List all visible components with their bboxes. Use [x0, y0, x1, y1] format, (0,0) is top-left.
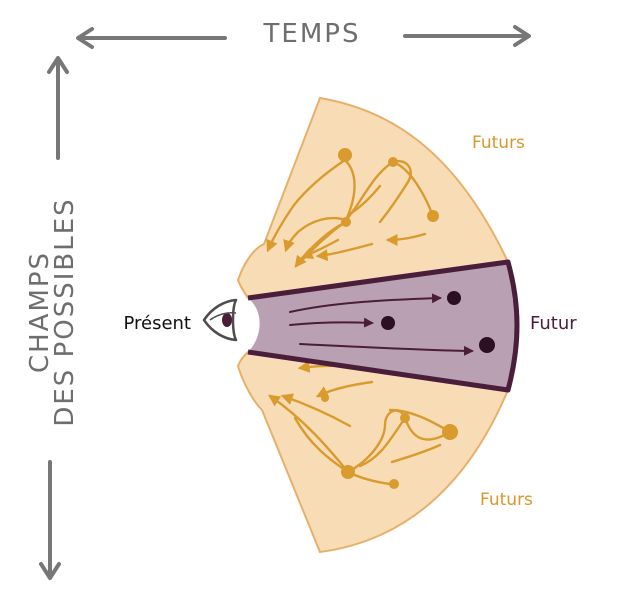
futures-top-label: Futurs: [472, 133, 525, 153]
trajectory: [391, 160, 435, 218]
trajectory: [390, 443, 442, 464]
trajectory: [300, 238, 340, 259]
trajectory: [283, 216, 348, 253]
time-axis: TEMPS: [76, 19, 531, 49]
eye-icon: [202, 298, 238, 342]
trajectory: [315, 242, 374, 262]
outcome-dot: [447, 291, 461, 305]
trajectory: [289, 293, 442, 313]
outcome-dot: [427, 210, 439, 222]
outcome-dot: [442, 424, 458, 440]
trajectory: [343, 158, 356, 222]
outcome-dot: [338, 148, 352, 162]
trajectory: [298, 220, 347, 264]
outcome-dot: [341, 217, 351, 227]
arrow-down-icon: [39, 562, 61, 580]
trajectory: [266, 158, 347, 253]
outcome-dot: [479, 337, 495, 353]
trajectory: [315, 380, 374, 398]
outcome-dot: [400, 413, 410, 423]
arrow-right-icon: [513, 25, 531, 47]
outcome-dot: [388, 157, 398, 167]
arrow-up-icon: [47, 56, 69, 74]
trajectory: [344, 159, 412, 224]
trajectory: [348, 184, 382, 216]
possibilities-axis-label-line1: CHAMPS: [25, 251, 55, 373]
trajectory: [385, 232, 427, 246]
trajectory: [280, 393, 352, 428]
future-band-outline: [247, 259, 520, 393]
futures-bottom-label: Futurs: [480, 490, 533, 510]
trajectory: [289, 317, 374, 328]
single-future-label: Futur: [530, 313, 577, 334]
possibilities-axis: CHAMPS DES POSSIBLES: [25, 56, 80, 580]
outcome-dot: [389, 479, 399, 489]
time-axis-label: TEMPS: [263, 19, 361, 49]
futures-bottom-sector: [236, 350, 510, 554]
outcome-dot: [381, 316, 395, 330]
outcome-dot: [341, 465, 355, 479]
single-future-band: [247, 259, 520, 393]
outcome-dot: [321, 394, 329, 402]
arrow-left-icon: [76, 27, 94, 49]
trajectory: [358, 416, 407, 468]
possibilities-axis-label-line2: DES POSSIBLES: [50, 197, 80, 426]
futures-top-sector: [236, 96, 510, 300]
present-label: Présent: [123, 313, 191, 334]
trajectory: [299, 343, 474, 356]
